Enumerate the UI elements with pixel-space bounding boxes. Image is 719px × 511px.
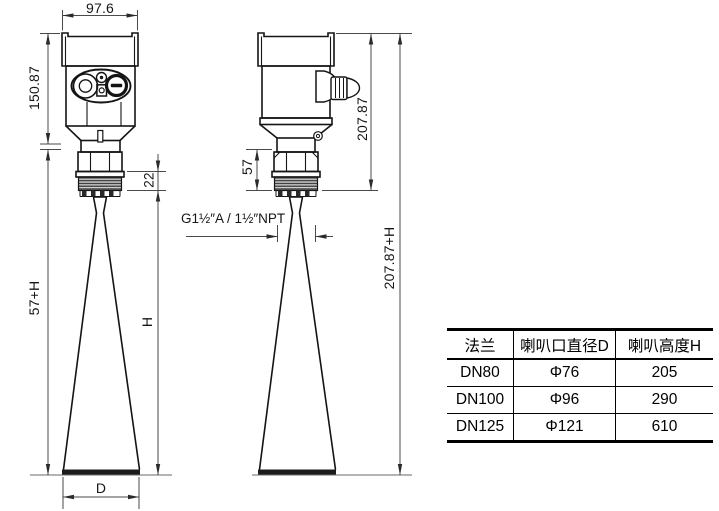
dim-horn-height-label: H — [139, 316, 155, 328]
thread-end-side — [275, 190, 317, 197]
key-button — [96, 84, 108, 97]
cell-horn-diameter: Φ96 — [513, 386, 616, 414]
header-horn-diameter: 喇叭口直径D — [513, 329, 616, 360]
neck-side — [276, 137, 316, 153]
gland-dome — [346, 77, 361, 99]
dim-housing-height-side-label: 207.87 — [354, 96, 370, 142]
set-screw — [313, 131, 323, 141]
table-row: DN100 Φ96 290 — [447, 386, 713, 414]
dim-overall-height-front-label: 57+H — [26, 280, 42, 316]
horn-cone-side — [258, 196, 337, 470]
cell-flange: DN80 — [447, 359, 514, 387]
dim-neck-section-label: 57 — [239, 159, 255, 175]
display-window — [72, 73, 99, 99]
table-row: DN125 Φ121 610 — [447, 413, 713, 442]
dim-flange-thread-label: 22 — [141, 172, 157, 188]
indicator-led — [95, 71, 108, 84]
table-row: DN80 Φ76 205 — [447, 359, 713, 387]
thread-spec-label: G1½″A / 1½″NPT — [181, 211, 286, 226]
cell-horn-diameter: Φ121 — [513, 413, 616, 442]
cable-gland — [315, 70, 361, 103]
header-horn-height: 喇叭高度H — [615, 329, 713, 360]
housing-body — [65, 65, 136, 127]
dimension-arrows — [45, 13, 403, 500]
flange-ring — [75, 170, 125, 178]
horn-spec-table: 法兰 喇叭口直径D 喇叭高度H DN80 Φ76 205 DN100 Φ96 2… — [447, 328, 713, 443]
thread-end — [79, 190, 121, 197]
display-panel — [70, 68, 132, 104]
horn-cone — [62, 196, 141, 470]
dim-overall-height-side-label: 207.87+H — [381, 226, 397, 290]
dim-housing-height-label: 150.87 — [26, 65, 42, 111]
horn-rim — [62, 469, 140, 475]
table-header-row: 法兰 喇叭口直径D 喇叭高度H — [447, 329, 713, 360]
hex-nut-side — [273, 151, 319, 173]
front-view-drawing — [61, 32, 141, 475]
thread-section — [77, 176, 123, 192]
housing-lid — [61, 32, 139, 67]
side-view-drawing — [257, 32, 361, 475]
dimension-lines — [30, 10, 412, 509]
cell-horn-height: 290 — [615, 386, 713, 414]
cell-flange: DN125 — [447, 413, 514, 442]
neck-slot — [97, 129, 104, 143]
housing-lid-side — [257, 32, 335, 67]
dim-horn-diameter-label: D — [95, 480, 107, 496]
cell-horn-height: 610 — [651, 418, 678, 435]
hex-nut — [77, 151, 123, 173]
cell-horn-height: 205 — [615, 359, 713, 387]
header-flange: 法兰 — [447, 329, 514, 360]
horn-rim-side — [258, 469, 336, 475]
thread-section-side — [273, 176, 319, 192]
dim-top-width-label: 97.6 — [85, 0, 115, 16]
cell-flange: DN100 — [447, 386, 514, 414]
cell-horn-diameter: Φ76 — [513, 359, 616, 387]
